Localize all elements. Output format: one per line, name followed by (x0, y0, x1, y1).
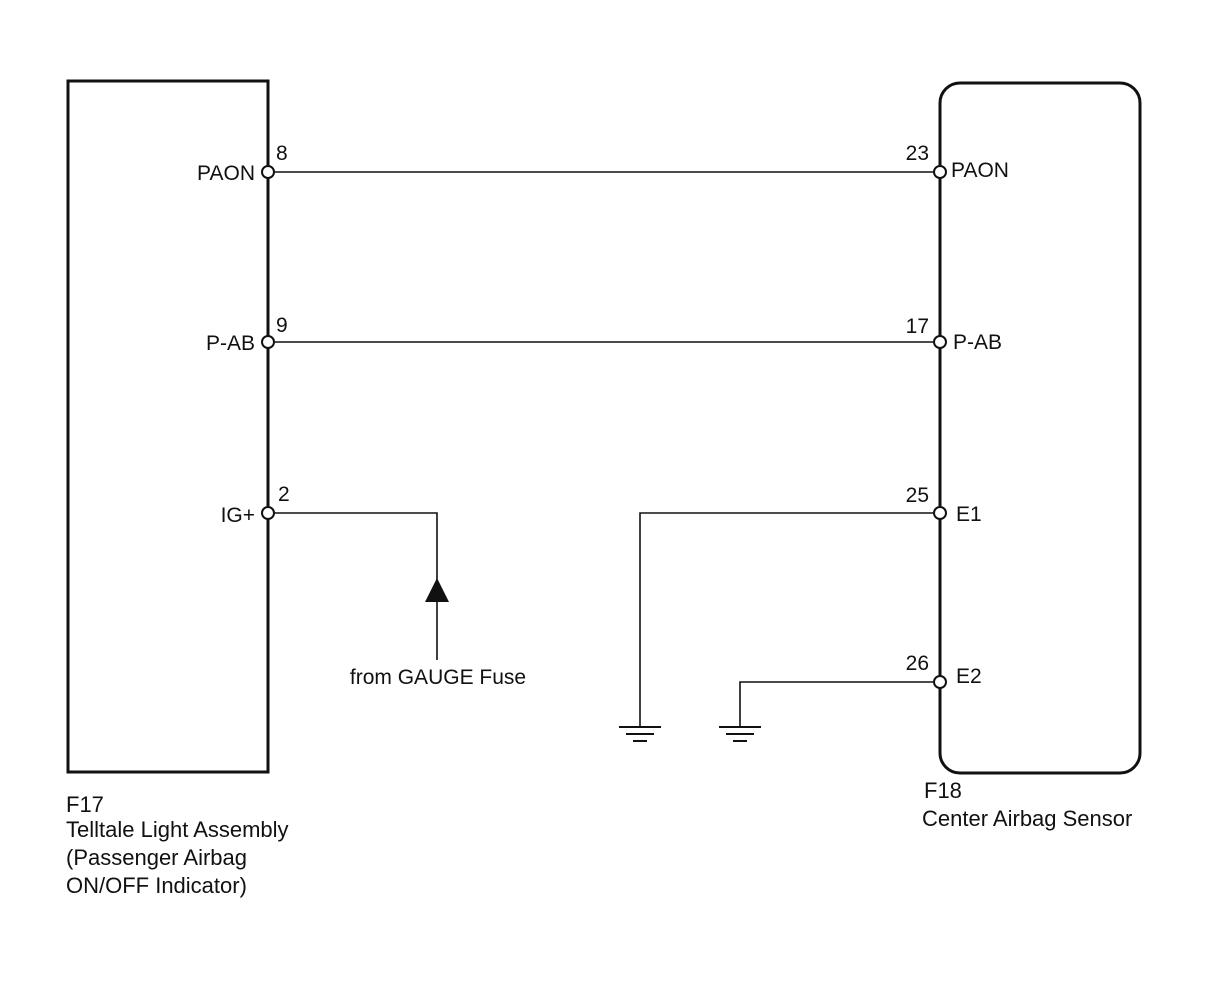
ground-icon (619, 726, 661, 742)
ground-icon (719, 726, 761, 742)
center-airbag-sensor-box (938, 81, 1142, 775)
terminal-f17-pin-8 (261, 165, 275, 179)
component-name-line-1: Telltale Light Assembly (66, 817, 289, 842)
terminal-f18-pin-26 (933, 675, 947, 689)
wire-e1-ground (639, 512, 940, 727)
arrow-up-icon (425, 578, 449, 602)
telltale-light-assembly-box (66, 79, 270, 774)
pin-label-f18-paon: PAON (951, 159, 1009, 182)
wires (268, 171, 940, 727)
component-name-line-2: (Passenger Airbag (66, 845, 247, 870)
pin-number-f18-17: 17 (906, 315, 929, 338)
pin-label-f18-p-ab: P-AB (953, 331, 1002, 354)
pin-number-f18-23: 23 (906, 142, 929, 165)
component-code-f17: F17 (66, 792, 104, 817)
pin-number-f17-2: 2 (278, 483, 290, 506)
terminal-f17-pin-9 (261, 335, 275, 349)
pin-label-f17-ig-plus: IG+ (221, 504, 255, 527)
pin-label-f18-e2: E2 (956, 665, 982, 688)
component-name-line-3: ON/OFF Indicator) (66, 873, 247, 898)
terminal-f18-pin-25 (933, 506, 947, 520)
wire-ig-plus (268, 512, 438, 660)
pin-number-f17-9: 9 (276, 314, 288, 337)
pin-label-f17-paon: PAON (197, 162, 255, 185)
power-source-label: from GAUGE Fuse (350, 666, 526, 689)
pin-number-f17-8: 8 (276, 142, 288, 165)
pin-number-f18-25: 25 (906, 484, 929, 507)
pin-label-f18-e1: E1 (956, 503, 982, 526)
component-code-f18: F18 (924, 778, 962, 803)
pin-number-f18-26: 26 (906, 652, 929, 675)
component-name-center-airbag-sensor: Center Airbag Sensor (922, 806, 1132, 831)
wire-e2-ground (739, 681, 940, 727)
pin-label-f17-p-ab: P-AB (206, 332, 255, 355)
terminal-f18-pin-17 (933, 335, 947, 349)
terminal-f17-pin-2 (261, 506, 275, 520)
terminal-f18-pin-23 (933, 165, 947, 179)
